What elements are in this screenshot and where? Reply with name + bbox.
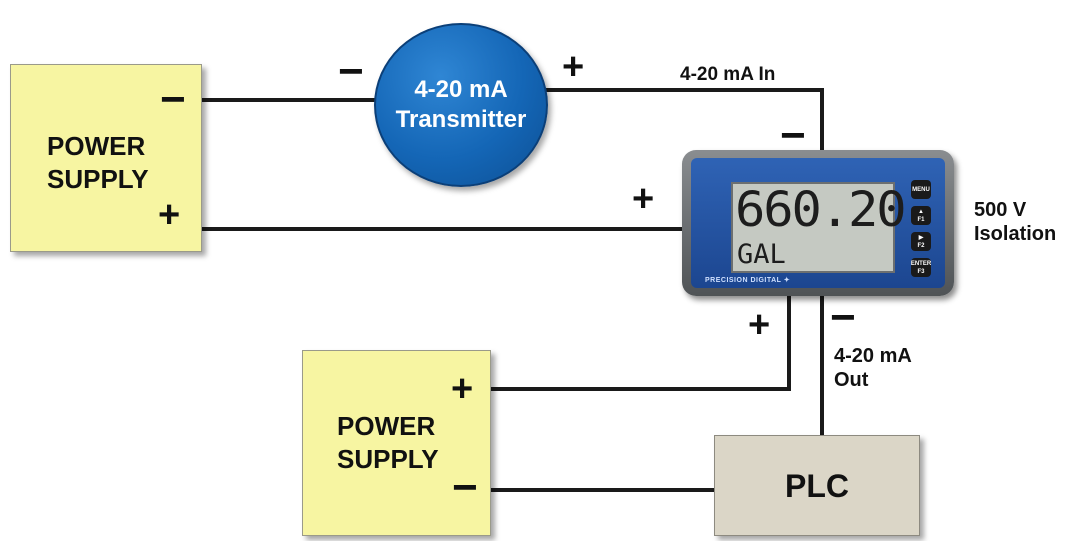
input-label: 4-20 mA In [680,64,776,85]
wire-output-pos-to-ps2 [491,387,791,391]
power-supply-bottom-pos-terminal: + [451,368,474,410]
transmitter-neg-terminal: − [338,47,364,96]
up-arrow-icon: ▲ [918,208,924,215]
meter-bezel: 660.20 GAL MENU ▲F1 ▶F2 ENTER F3 PRECISI… [691,158,945,288]
meter-lcd: 660.20 GAL [731,182,907,273]
meter-output-pos-terminal: + [748,304,771,346]
power-supply-bottom [302,350,491,536]
wire-ps2-neg-to-plc [491,488,715,492]
wire-output-pos-down [787,294,791,390]
power-supply-top-neg-terminal: − [160,75,186,124]
transmitter-label-line2: Transmitter [395,106,527,133]
meter-f2-button[interactable]: ▶F2 [911,232,931,251]
right-arrow-icon: ▶ [918,234,924,241]
meter-enter-button[interactable]: ENTER F3 [911,258,931,277]
wire-ps-pos-to-meter [202,227,686,231]
meter-menu-button[interactable]: MENU [911,180,931,199]
panel-meter: 660.20 GAL MENU ▲F1 ▶F2 ENTER F3 PRECISI… [682,150,954,296]
meter-output-neg-terminal: − [830,293,856,342]
transmitter: 4-20 mA Transmitter [374,23,548,187]
meter-display-value: 660.20 [735,182,907,238]
output-label: 4-20 mA Out [834,345,912,391]
power-supply-bottom-neg-terminal: − [452,463,478,512]
power-supply-top [10,64,202,252]
meter-f1-button[interactable]: ▲F1 [911,206,931,225]
meter-brand: PRECISION DIGITAL ✦ [705,277,791,284]
plc-box [714,435,920,536]
transmitter-pos-terminal: + [562,46,585,88]
power-supply-bottom-label: POWER SUPPLY [337,411,439,474]
wire-ps-neg-to-transmitter [202,98,378,102]
power-supply-top-pos-terminal: + [158,194,181,236]
power-supply-top-label: POWER SUPPLY [47,131,149,194]
plc-label: PLC [785,468,849,504]
transmitter-label-line1: 4-20 mA [414,76,508,103]
wire-output-neg-down-to-plc [820,294,824,436]
wire-transmitter-pos-right [540,88,824,92]
wire-input-down-to-meter [820,88,824,154]
isolation-label: 500 V Isolation [974,199,1057,245]
meter-pos-terminal-left: + [632,178,655,220]
meter-display-unit: GAL [737,239,786,270]
